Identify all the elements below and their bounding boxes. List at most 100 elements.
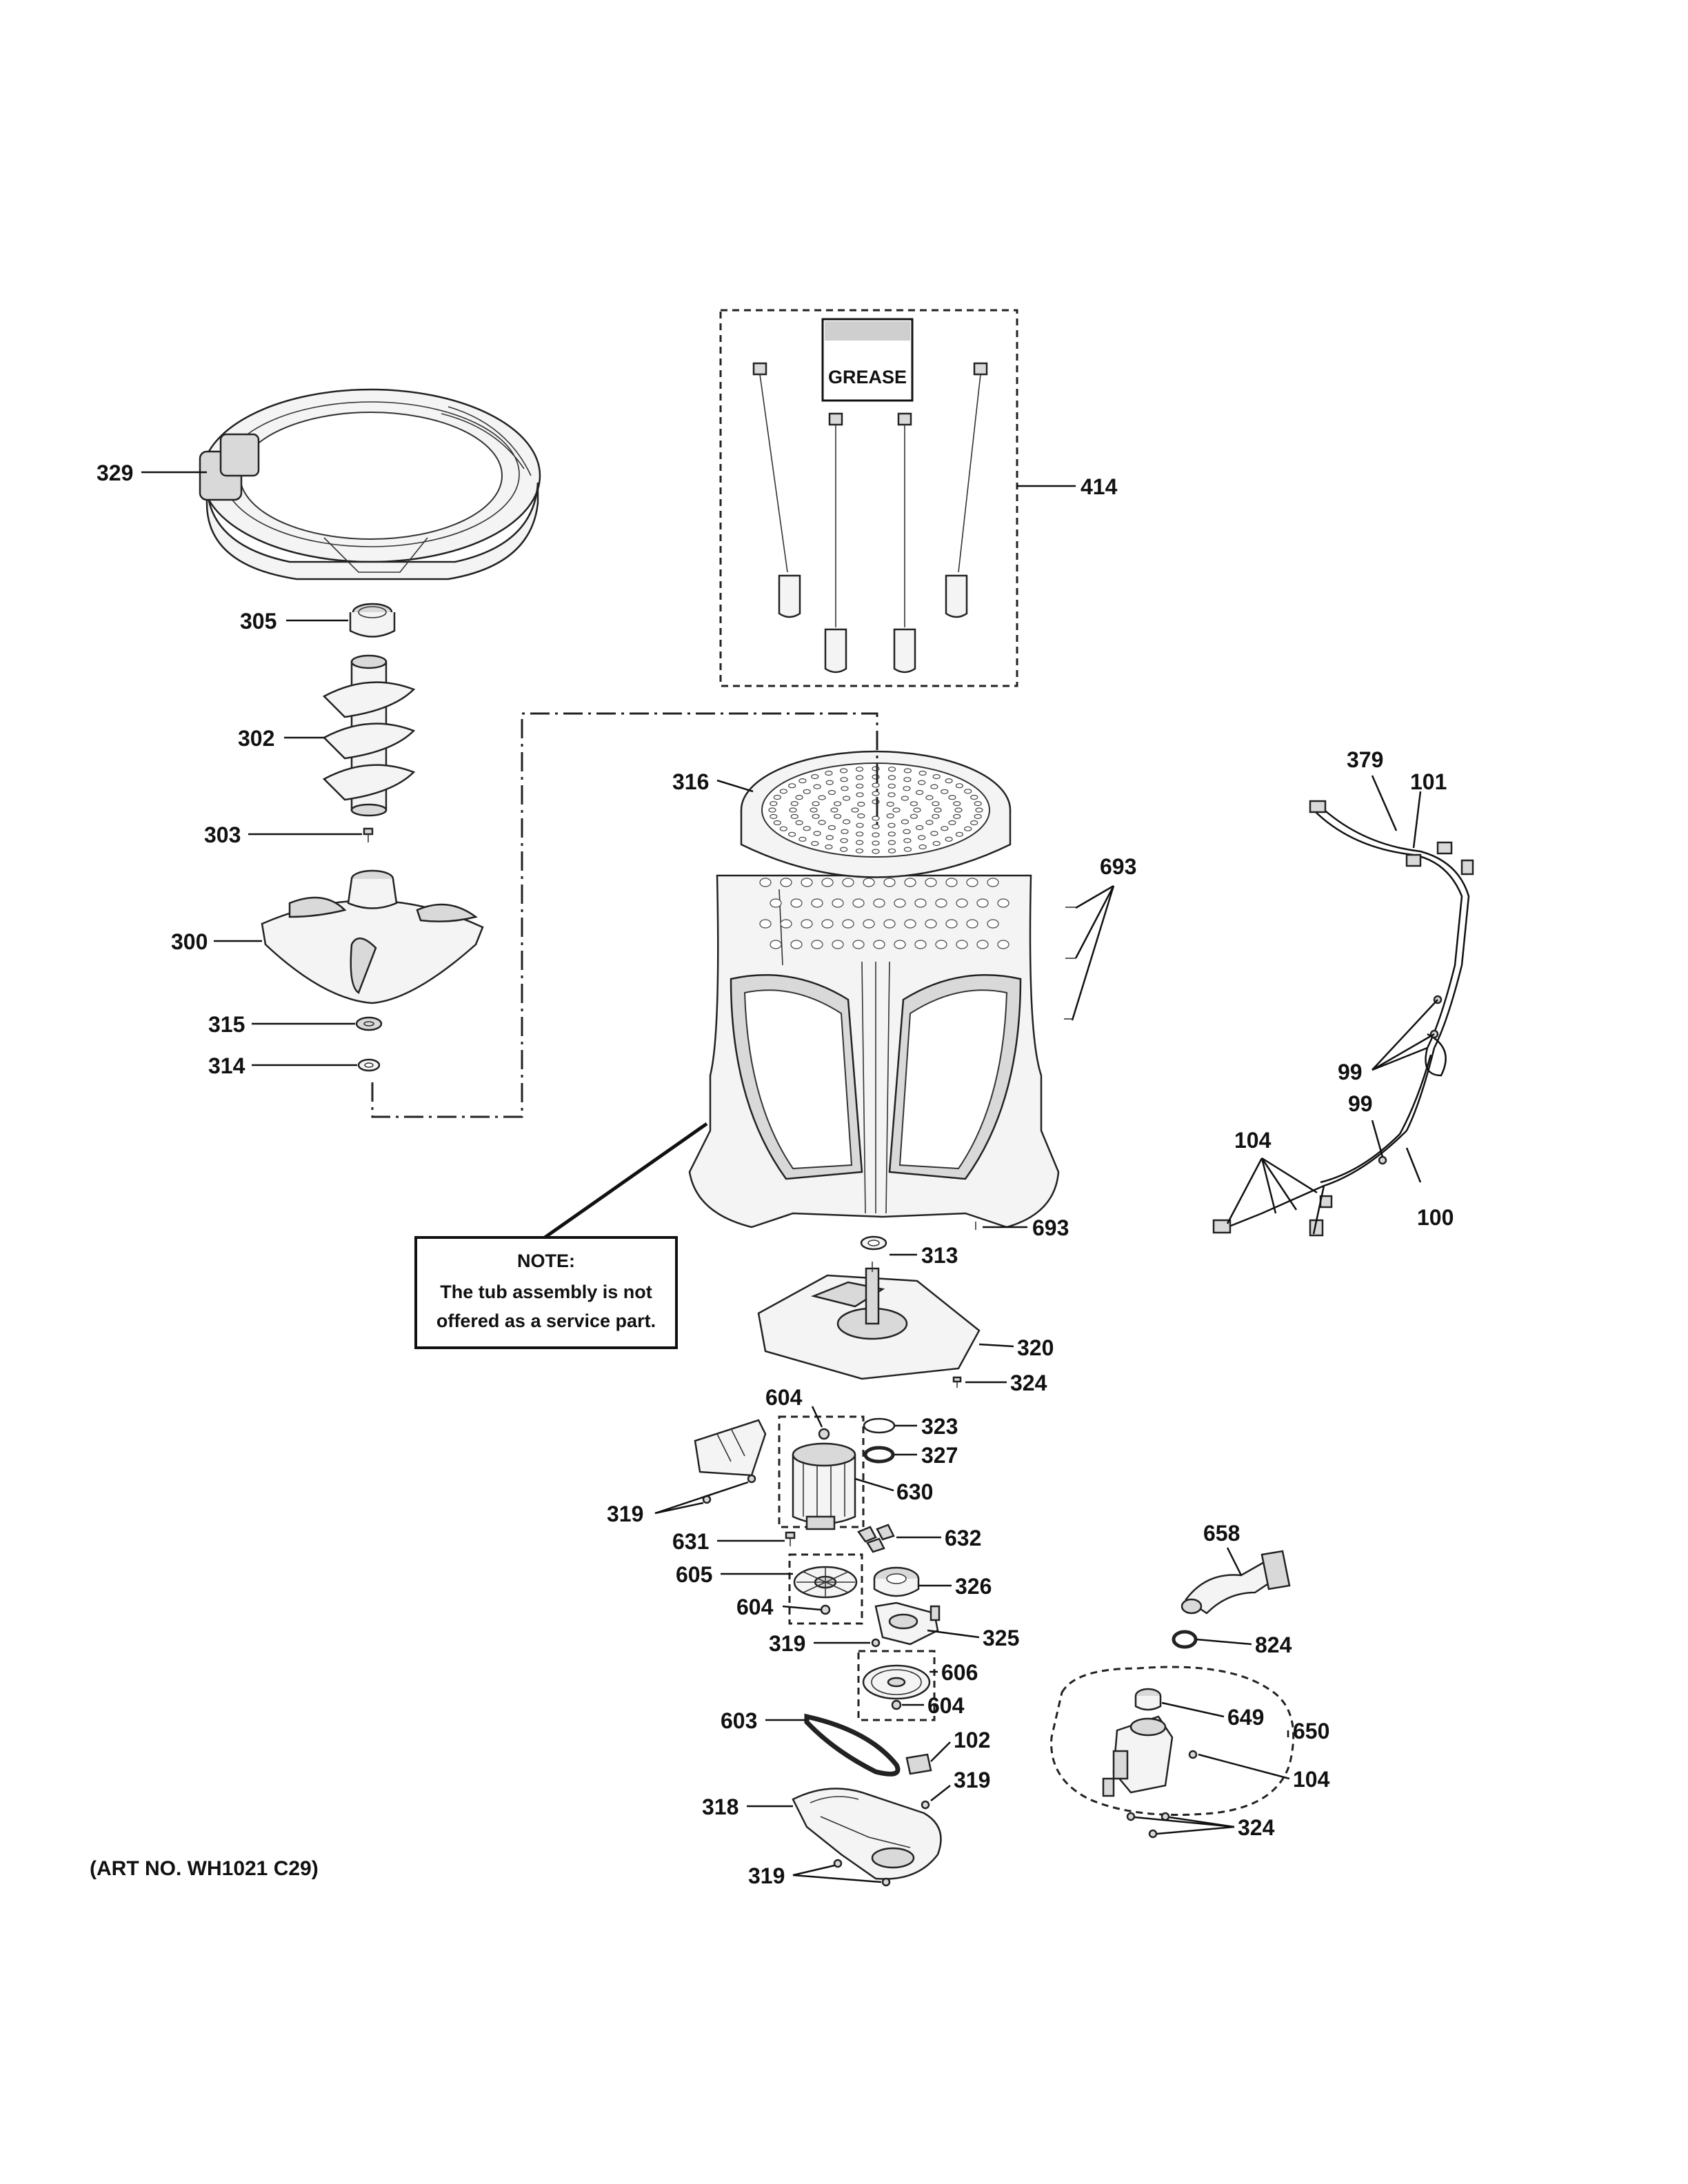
basket-hole	[833, 813, 842, 819]
basket-hole	[770, 898, 782, 908]
suspension-kit-box	[719, 309, 1018, 687]
leader-824	[1196, 1638, 1252, 1646]
basket-hole	[887, 848, 896, 853]
callout-606: 606	[941, 1660, 978, 1685]
drain-pump-part	[1102, 1715, 1174, 1797]
basket-hole	[795, 794, 803, 800]
basket-hole	[918, 844, 927, 850]
basket-hole	[935, 940, 947, 949]
basket-hole	[856, 783, 864, 789]
callout-324b: 324	[1238, 1815, 1275, 1840]
basket-hole	[886, 813, 894, 819]
callout-314: 314	[208, 1053, 245, 1078]
basket-hole	[825, 770, 833, 776]
screw-324b-3	[1148, 1829, 1158, 1839]
basket-hole	[925, 919, 937, 929]
basket-hole	[840, 777, 848, 782]
basket-hole	[903, 838, 912, 843]
screw-319b-part	[871, 1638, 881, 1648]
basket-hole	[830, 807, 838, 813]
basket-hole	[956, 898, 968, 908]
basket-hole	[790, 898, 803, 908]
basket-hole	[827, 825, 836, 831]
basket-hole	[930, 831, 938, 836]
leader-324b-2	[1169, 1816, 1235, 1828]
basket-hole	[790, 940, 803, 949]
leader-99a-2	[1372, 1033, 1435, 1071]
callout-319d: 319	[748, 1863, 785, 1888]
tub-assembly-part	[688, 750, 1060, 1228]
basket-hole	[857, 801, 865, 807]
basket-hole	[773, 820, 781, 826]
leader-99a-3	[1372, 1046, 1428, 1071]
seal-313-part	[860, 1235, 887, 1251]
clamp-824-part	[1172, 1630, 1198, 1649]
basket-hole	[872, 824, 880, 829]
clips-632-part	[857, 1524, 895, 1553]
basket-hole	[932, 801, 940, 807]
impeller-part	[261, 869, 484, 1004]
grease-label: GREASE	[828, 367, 907, 387]
leader-658	[1226, 1547, 1243, 1576]
basket-hole	[872, 840, 880, 846]
basket-hole	[842, 819, 851, 825]
basket-hole	[872, 791, 880, 796]
callout-604c: 604	[927, 1693, 965, 1718]
basket-hole	[779, 826, 787, 831]
drain-hose-658-part	[1180, 1550, 1291, 1615]
tub-hole-pattern	[759, 766, 1009, 949]
basket-hole	[964, 789, 972, 794]
basket-hole	[759, 878, 772, 887]
basket-hole	[976, 898, 989, 908]
basket-hole	[883, 919, 896, 929]
basket-hole	[970, 820, 978, 826]
bearing-326-part	[873, 1566, 920, 1597]
mounting-plate-part	[757, 1262, 981, 1380]
screw-104b-part	[1188, 1750, 1198, 1759]
basket-hole	[910, 801, 918, 807]
basket-hole	[768, 807, 776, 813]
basket-hole	[930, 784, 938, 789]
basket-hole	[759, 919, 772, 929]
basket-hole	[970, 794, 978, 800]
basket-hole	[932, 813, 940, 819]
basket-hole	[966, 878, 978, 887]
note-line-2: offered as a service part.	[436, 1311, 656, 1331]
nut-604c-part	[891, 1699, 902, 1710]
leader-99b	[1371, 1120, 1384, 1157]
note-pointer	[543, 1122, 708, 1240]
basket-hole	[966, 919, 978, 929]
callout-650: 650	[1293, 1719, 1329, 1743]
basket-hole	[855, 848, 864, 853]
basket-hole	[872, 782, 880, 788]
basket-hole	[790, 800, 798, 807]
impeller-nut-part	[355, 1016, 383, 1031]
basket-hole	[915, 825, 924, 831]
basket-hole	[855, 775, 864, 780]
basket-hole	[904, 919, 916, 929]
basket-hole	[955, 831, 964, 837]
basket-hole	[901, 796, 910, 801]
leader-104a-3	[1260, 1157, 1298, 1211]
callout-693a: 693	[1100, 854, 1136, 879]
basket-hole	[904, 878, 916, 887]
leader-319d-1	[792, 1864, 835, 1877]
basket-hole	[825, 835, 834, 840]
basket-hole	[935, 898, 947, 908]
art-number: (ART NO. WH1021 C29)	[90, 1857, 319, 1880]
basket-hole	[821, 919, 834, 929]
basket-hole	[770, 940, 782, 949]
basket-hole	[795, 820, 803, 826]
screw-324b-1	[1126, 1812, 1136, 1821]
basket-hole	[840, 838, 848, 843]
basket-hole	[987, 878, 999, 887]
callout-693b: 693	[1032, 1215, 1069, 1240]
basket-hole	[811, 940, 823, 949]
basket-hole	[913, 807, 921, 813]
leader-102	[930, 1741, 951, 1762]
basket-hole	[964, 826, 972, 831]
leader-104a-4	[1261, 1157, 1318, 1194]
callout-302: 302	[238, 726, 274, 751]
basket-hole	[872, 816, 880, 821]
basket-hole	[914, 940, 927, 949]
